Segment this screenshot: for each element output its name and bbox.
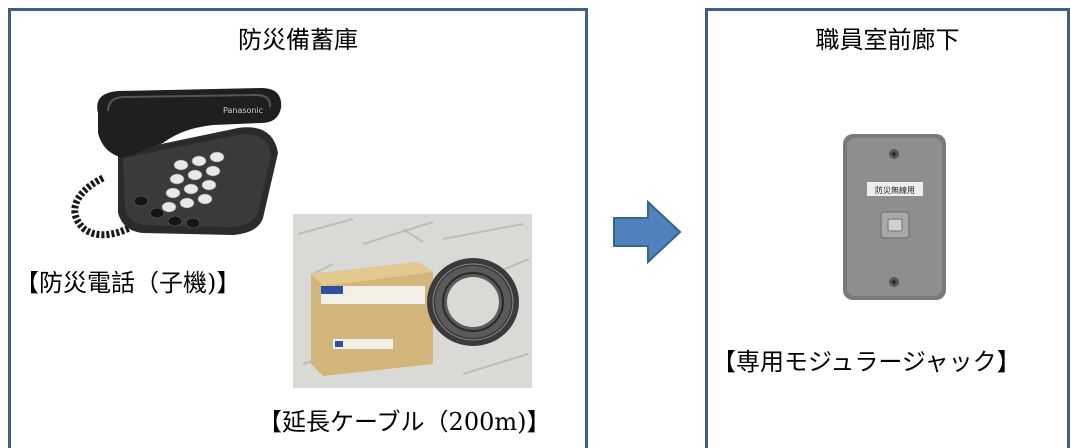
- corridor-panel-title: 職員室前廊下: [815, 26, 960, 54]
- disaster-phone-photo: Panasonic: [71, 88, 282, 239]
- storage-panel-title: 防災備蓄庫: [238, 26, 358, 54]
- arrow-right-icon: [613, 200, 682, 264]
- corridor-panel: 職員室前廊下 防災無線用 【専用モジュラージャック】: [705, 8, 1070, 448]
- storage-panel: 防災備蓄庫 Panasonic: [8, 8, 588, 448]
- phone-brand-label: Panasonic: [223, 106, 263, 115]
- phone-caption: 【防災電話（子機)】: [15, 269, 241, 297]
- jack-label: 防災無線用: [875, 185, 915, 195]
- modular-jack-photo: 防災無線用: [843, 134, 946, 300]
- extension-cable-photo: [293, 214, 532, 388]
- cable-caption: 【延長ケーブル（200m)】: [258, 408, 551, 436]
- jack-caption: 【専用モジュラージャック】: [712, 348, 1021, 376]
